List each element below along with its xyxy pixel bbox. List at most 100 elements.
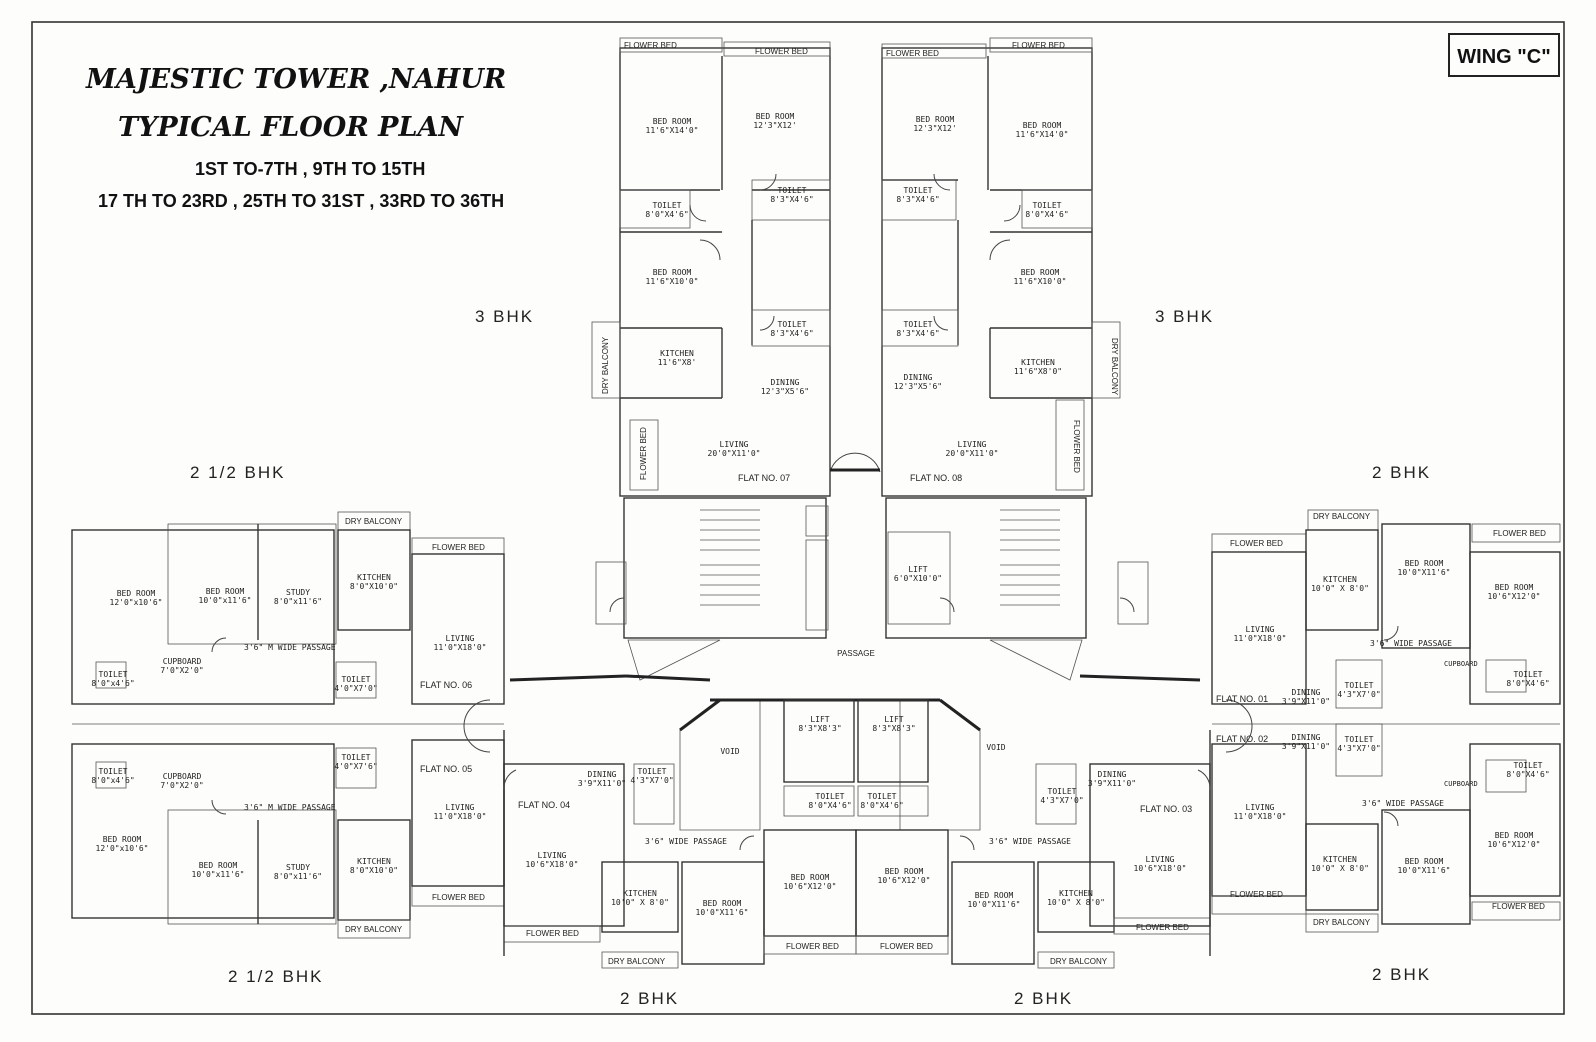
flat08-toilet-2-dim: 8'0"X4'6" [1025, 210, 1068, 219]
flat05-toilet-1: TOILET [99, 767, 128, 776]
flat07-toilet-3-dim: 8'3"X4'6" [770, 329, 813, 338]
flat01-toilet-2: TOILET [1514, 670, 1543, 679]
flat05-bedroom-2: BED ROOM [199, 861, 238, 870]
flat07-toilet-2-dim: 8'3"X4'6" [770, 195, 813, 204]
bhk-label-2bhk-right-bottom: 2 BHK [1372, 965, 1431, 984]
core-lift-2-dim: 8'3"X8'3" [872, 724, 915, 733]
flat03-bedroom-1-dim: 10'0"X11'6" [968, 900, 1021, 909]
flat03-void: VOID [986, 743, 1005, 752]
flat04-bedroom-1: BED ROOM [703, 899, 742, 908]
flat02-flower-bed-1: FLOWER BED [1230, 890, 1283, 899]
flat03-bedroom-2: BED ROOM [885, 867, 924, 876]
wing-label: WING "C" [1457, 46, 1550, 68]
flat06-kitchen: KITCHEN [357, 573, 391, 582]
flat04-toilet-1: TOILET [638, 767, 667, 776]
flat-07-block [591, 37, 881, 497]
flat08-bedroom-2-dim: 11'6"X14'0" [1016, 130, 1069, 139]
flat02-cupboard: CUPBOARD [1444, 780, 1478, 788]
flat06-toilet-2: TOILET [342, 675, 371, 684]
flat04-bedroom-2-dim: 10'6"X12'0" [784, 882, 837, 891]
flat06-bedroom-1: BED ROOM [117, 589, 156, 598]
flat03-dining-dim: 3'9"X11'0" [1088, 779, 1136, 788]
flat03-kitchen: KITCHEN [1059, 889, 1093, 898]
flat05-study: STUDY [286, 863, 310, 872]
flat06-kitchen-dim: 8'0"X10'0" [350, 582, 398, 591]
flat08-number: FLAT NO. 08 [910, 473, 962, 483]
flat08-kitchen: KITCHEN [1021, 358, 1055, 367]
flat07-bedroom-1: BED ROOM [653, 117, 692, 126]
core-passage: PASSAGE [837, 649, 875, 658]
flat02-passage: 3'6" WIDE PASSAGE [1362, 799, 1444, 808]
sheet-border [31, 21, 1565, 1015]
flat02-dining: DINING [1292, 733, 1321, 742]
bhk-label-2half-bottom: 2 1/2 BHK [228, 967, 324, 986]
flat08-toilet-3: TOILET [904, 320, 933, 329]
flat08-bedroom-3-dim: 11'6"X10'0" [1014, 277, 1067, 286]
bhk-label-2bhk-bottom-right: 2 BHK [1014, 989, 1073, 1008]
bhk-label-3bhk-right: 3 BHK [1155, 307, 1214, 326]
flat06-flower-bed: FLOWER BED [432, 543, 485, 552]
bhk-label-2half-top: 2 1/2 BHK [190, 463, 286, 482]
flat02-toilet-2: TOILET [1514, 761, 1543, 770]
flat08-flower-bed-2: FLOWER BED [1012, 41, 1065, 50]
flat08-toilet-3-dim: 8'3"X4'6" [896, 329, 939, 338]
flat06-cupboard: CUPBOARD [163, 657, 202, 666]
flat04-kitchen: KITCHEN [623, 889, 657, 898]
flat08-toilet-1-dim: 8'3"X4'6" [896, 195, 939, 204]
flat02-living: LIVING [1246, 803, 1275, 812]
flat05-study-dim: 8'0"x11'6" [274, 872, 322, 881]
flat07-toilet-1-dim: 8'0"X4'6" [645, 210, 688, 219]
flat01-kitchen: KITCHEN [1323, 575, 1357, 584]
core-lift-2: LIFT [884, 715, 903, 724]
flat07-bedroom-1-dim: 11'6"X14'0" [646, 126, 699, 135]
flat02-toilet-2-dim: 8'0"X4'6" [1506, 770, 1549, 779]
floor-range-2: 17 TH TO 23RD , 25TH TO 31ST , 33RD TO 3… [98, 191, 504, 211]
flat01-bedroom-2-dim: 10'6"X12'0" [1488, 592, 1541, 601]
flat08-toilet-2: TOILET [1033, 201, 1062, 210]
flat07-kitchen: KITCHEN [660, 349, 694, 358]
bhk-label-2bhk-right-top: 2 BHK [1372, 463, 1431, 482]
flat02-bedroom-1-dim: 10'0"X11'6" [1398, 866, 1451, 875]
flat01-living: LIVING [1246, 625, 1275, 634]
flat08-bedroom-2: BED ROOM [1023, 121, 1062, 130]
flat06-bedroom-1-dim: 12'0"x10'6" [110, 598, 163, 607]
core-lift-top: LIFT [908, 565, 927, 574]
flat07-toilet-2: TOILET [778, 186, 807, 195]
flat08-flower-bed-3: FLOWER BED [1072, 420, 1081, 473]
plan-subtitle: TYPICAL FLOOR PLAN [118, 112, 464, 143]
flat03-toilet-2-dim: 8'0"X4'6" [860, 801, 903, 810]
flat04-dining-dim: 3'9"X11'0" [578, 779, 626, 788]
flat02-kitchen: KITCHEN [1323, 855, 1357, 864]
flat03-dining: DINING [1098, 770, 1127, 779]
flat01-living-dim: 11'0"X18'0" [1234, 634, 1287, 643]
core-lift-top-dim: 6'0"X10'0" [894, 574, 942, 583]
flat06-study-dim: 8'0"x11'6" [274, 597, 322, 606]
flat03-toilet-1-dim: 4'3"X7'0" [1040, 796, 1083, 805]
flat05-toilet-1-dim: 8'0"x4'6" [91, 776, 134, 785]
core-lift-1: LIFT [810, 715, 829, 724]
flat05-flower-bed: FLOWER BED [432, 893, 485, 902]
flat02-dining-dim: 3'9"X11'0" [1282, 742, 1330, 751]
flat01-bedroom-1-dim: 10'0"X11'6" [1398, 568, 1451, 577]
flat03-toilet-1: TOILET [1048, 787, 1077, 796]
flat02-toilet-1: TOILET [1345, 735, 1374, 744]
flat06-toilet-1-dim: 8'0"x4'6" [91, 679, 134, 688]
flat07-dining: DINING [771, 378, 800, 387]
bhk-label-2bhk-bottom-left: 2 BHK [620, 989, 679, 1008]
flat04-dry-balcony: DRY BALCONY [608, 957, 666, 966]
flat05-bedroom-1: BED ROOM [103, 835, 142, 844]
flat08-dining-dim: 12'3"X5'6" [894, 382, 942, 391]
flat07-dining-dim: 12'3"X5'6" [761, 387, 809, 396]
flat06-bedroom-2: BED ROOM [206, 587, 245, 596]
flat08-dry-balcony: DRY BALCONY [1110, 338, 1119, 396]
flat04-passage: 3'6" WIDE PASSAGE [645, 837, 727, 846]
flat08-flower-bed-1: FLOWER BED [886, 49, 939, 58]
flat03-toilet-2: TOILET [868, 792, 897, 801]
flat06-number: FLAT NO. 06 [420, 680, 472, 690]
flat08-kitchen-dim: 11'6"X8'0" [1014, 367, 1062, 376]
flat-08-block [881, 37, 1121, 497]
flat07-flower-bed-3: FLOWER BED [639, 427, 648, 480]
flat03-number: FLAT NO. 03 [1140, 804, 1192, 814]
flat04-toilet-2-dim: 8'0"X4'6" [808, 801, 851, 810]
flat04-toilet-1-dim: 4'3"X7'0" [630, 776, 673, 785]
